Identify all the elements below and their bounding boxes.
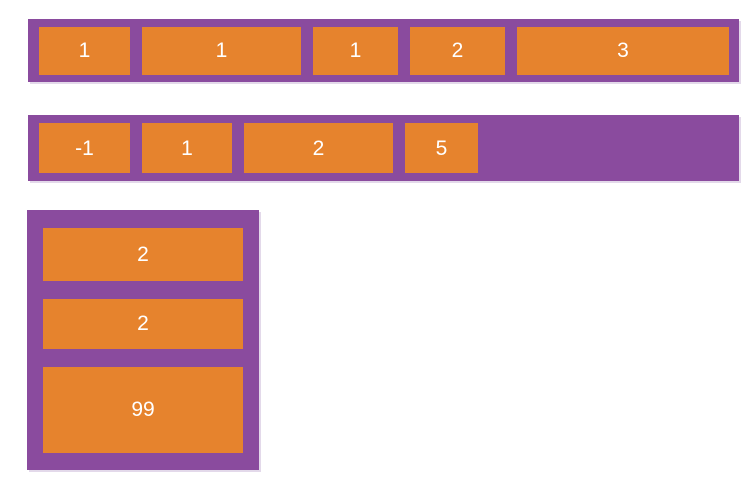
flex-item: 1 [142,26,301,75]
flex-item: 1 [313,26,398,75]
flex-item: 5 [405,123,478,173]
flex-item: 2 [43,298,243,349]
flex-item: 1 [142,123,232,173]
flex-item: 3 [517,26,729,75]
flex-item: 1 [39,26,130,75]
flex-item: 2 [410,26,505,75]
flex-item: 2 [244,123,393,173]
flex-item: 2 [43,227,243,281]
flex-item: 99 [43,366,243,453]
flex-container-bottom-column: 2 2 99 [27,210,259,470]
flex-item: -1 [39,123,130,173]
